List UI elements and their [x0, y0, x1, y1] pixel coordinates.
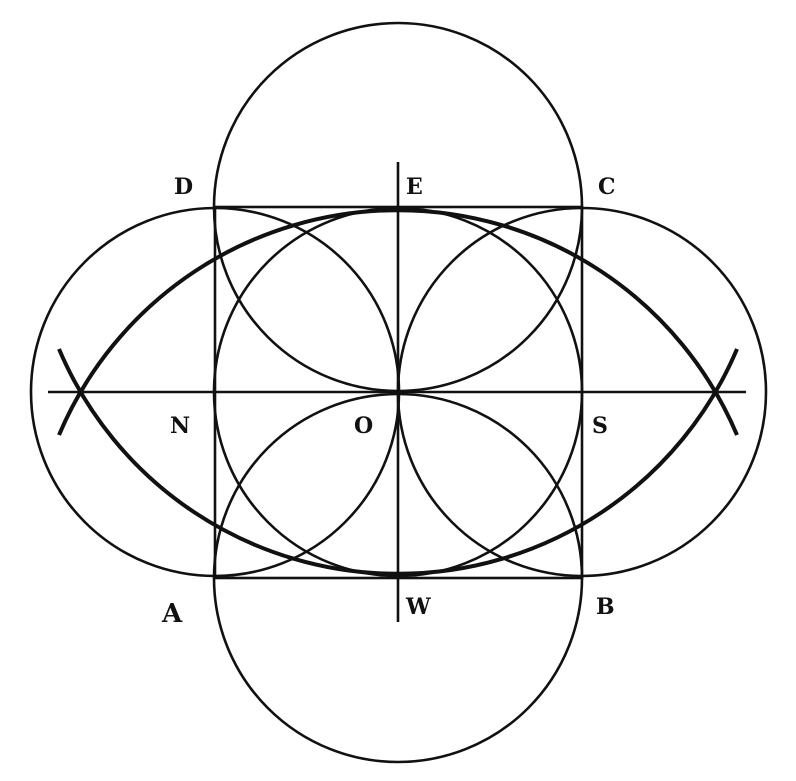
label-c: C — [598, 174, 616, 200]
circle-right-s — [396, 206, 768, 578]
label-d: D — [174, 174, 193, 200]
label-o: O — [354, 413, 373, 439]
label-s: S — [592, 413, 608, 439]
label-w: W — [405, 594, 431, 620]
label-n: N — [170, 413, 190, 439]
label-a: A — [161, 599, 183, 629]
label-e: E — [406, 174, 423, 200]
oval-lower-arc — [57, 348, 739, 576]
label-b: B — [596, 594, 615, 620]
inscribed-circle — [212, 206, 584, 578]
oval-upper-arc — [57, 208, 739, 436]
